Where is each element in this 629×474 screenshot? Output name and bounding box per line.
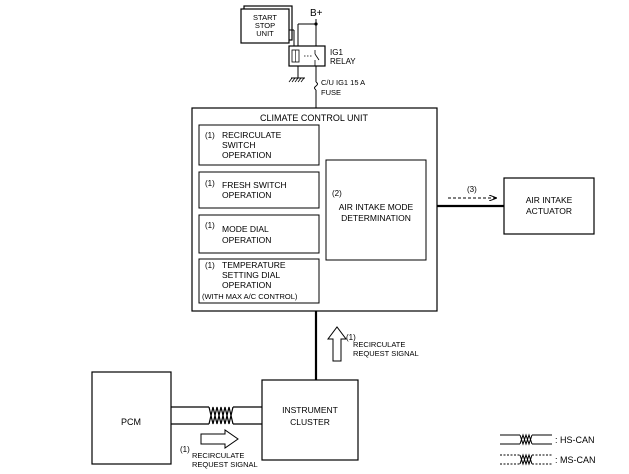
- fresh-switch-num: (1): [205, 179, 215, 188]
- pcm-signal-line-1: RECIRCULATE: [192, 451, 244, 460]
- fresh-switch-line-2: OPERATION: [222, 190, 271, 200]
- determination-box: (2) AIR INTAKE MODE DETERMINATION: [325, 159, 427, 261]
- legend: : HS-CAN : MS-CAN: [500, 433, 596, 466]
- ig1-relay-label-2: RELAY: [330, 57, 356, 66]
- recirculate-switch-line-3: OPERATION: [222, 150, 271, 160]
- pcm: PCM: [91, 371, 172, 465]
- recirculate-switch-line-2: SWITCH: [222, 140, 256, 150]
- fuse-label-2: FUSE: [321, 88, 341, 97]
- actuator-link: (3): [437, 185, 504, 208]
- temperature-dial-note: (WITH MAX A/C CONTROL): [202, 292, 298, 301]
- actuator-signal-num: (3): [467, 185, 477, 194]
- instrument-cluster-line-1: INSTRUMENT: [282, 405, 338, 415]
- fresh-switch-box: (1) FRESH SWITCH OPERATION: [198, 171, 320, 209]
- determination-num: (2): [332, 189, 342, 198]
- air-intake-actuator: AIR INTAKE ACTUATOR: [503, 177, 595, 235]
- recirculate-switch-num: (1): [205, 131, 215, 140]
- cluster-signal-num: (1): [346, 333, 356, 342]
- air-intake-actuator-line-2: ACTUATOR: [526, 206, 572, 216]
- mode-dial-num: (1): [205, 221, 215, 230]
- legend-ms-can: : MS-CAN: [500, 453, 596, 466]
- start-stop-label-1: START: [253, 13, 277, 22]
- fresh-switch-line-1: FRESH SWITCH: [222, 180, 287, 190]
- start-stop-unit: START STOP UNIT: [240, 5, 293, 44]
- pcm-label: PCM: [121, 417, 141, 427]
- temperature-dial-line-1: TEMPERATURE: [222, 260, 286, 270]
- legend-hs-can: : HS-CAN: [500, 433, 595, 446]
- ground-symbol: [288, 66, 305, 83]
- legend-hs-can-label: : HS-CAN: [555, 435, 595, 445]
- climate-control-unit-title: CLIMATE CONTROL UNIT: [260, 113, 369, 123]
- determination-line-1: AIR INTAKE MODE: [339, 202, 414, 212]
- cluster-signal-line-2: REQUEST SIGNAL: [353, 349, 419, 358]
- temperature-dial-line-2: SETTING DIAL: [222, 270, 280, 280]
- air-intake-actuator-line-1: AIR INTAKE: [526, 195, 573, 205]
- pcm-signal-num: (1): [180, 445, 190, 454]
- mode-dial-line-1: MODE DIAL: [222, 224, 269, 234]
- pcm-signal: (1) RECIRCULATE REQUEST SIGNAL: [180, 429, 258, 469]
- recirculate-switch-line-1: RECIRCULATE: [222, 130, 282, 140]
- battery-label: B+: [310, 8, 323, 19]
- mode-dial-box: (1) MODE DIAL OPERATION: [198, 214, 320, 254]
- determination-line-2: DETERMINATION: [341, 213, 411, 223]
- start-stop-label-3: UNIT: [256, 29, 274, 38]
- pcm-signal-line-2: REQUEST SIGNAL: [192, 460, 258, 469]
- fuse-label-1: C/U IG1 15 A: [321, 78, 365, 87]
- cluster-signal-line-1: RECIRCULATE: [353, 340, 405, 349]
- recirculate-switch-box: (1) RECIRCULATE SWITCH OPERATION: [198, 124, 320, 166]
- temperature-dial-line-3: OPERATION: [222, 280, 271, 290]
- legend-ms-can-label: : MS-CAN: [555, 455, 596, 465]
- mode-dial-line-2: OPERATION: [222, 235, 271, 245]
- temperature-dial-num: (1): [205, 261, 215, 270]
- instrument-cluster-line-2: CLUSTER: [290, 417, 330, 427]
- battery-supply: B+: [297, 8, 323, 46]
- climate-control-unit: CLIMATE CONTROL UNIT (1) RECIRCULATE SWI…: [191, 107, 438, 312]
- temperature-dial-box: (1) TEMPERATURE SETTING DIAL OPERATION (…: [198, 258, 320, 304]
- ig1-relay-label-1: IG1: [330, 48, 343, 57]
- hs-can-bus: [171, 406, 262, 425]
- ig1-relay: IG1 RELAY: [288, 45, 356, 67]
- fuse: C/U IG1 15 A FUSE: [314, 66, 365, 108]
- cluster-signal: (1) RECIRCULATE REQUEST SIGNAL: [327, 326, 419, 362]
- start-stop-label-2: STOP: [255, 21, 275, 30]
- instrument-cluster: INSTRUMENT CLUSTER: [261, 379, 359, 461]
